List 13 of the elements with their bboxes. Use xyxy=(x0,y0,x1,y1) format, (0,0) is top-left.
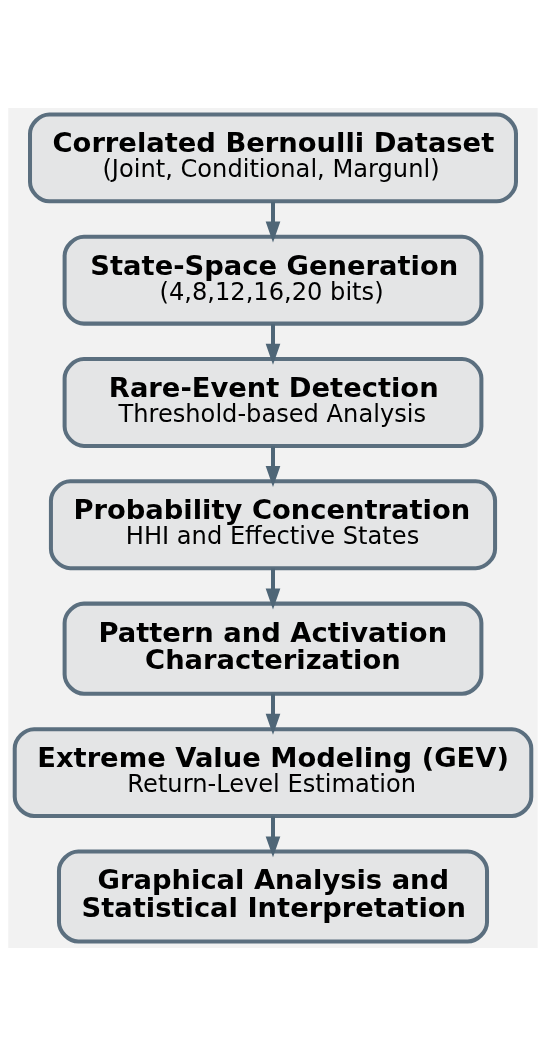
arrow xyxy=(265,568,281,610)
arrow xyxy=(265,445,281,487)
node-box: Graphical Analysis and Statistical Interpretation xyxy=(56,848,490,944)
node-box: Extreme Value Modeling (GEV) Return-Level Estimation xyxy=(12,726,534,818)
node-box: State-Space Generation (4,8,12,16,20 bits) xyxy=(62,234,484,326)
arrow xyxy=(265,693,281,735)
node-box: Correlated Bernoulli Dataset (Joint, Conditional, Margunl) xyxy=(28,111,518,203)
arrow xyxy=(265,201,281,242)
node-box: Pattern and Activation Characterization xyxy=(62,601,484,696)
arrow xyxy=(265,815,281,857)
node-box: Rare-Event Detection Threshold-based Analysis xyxy=(62,356,484,448)
node-box: Probability Concentration HHI and Effective States xyxy=(48,478,498,570)
arrow xyxy=(265,323,281,365)
